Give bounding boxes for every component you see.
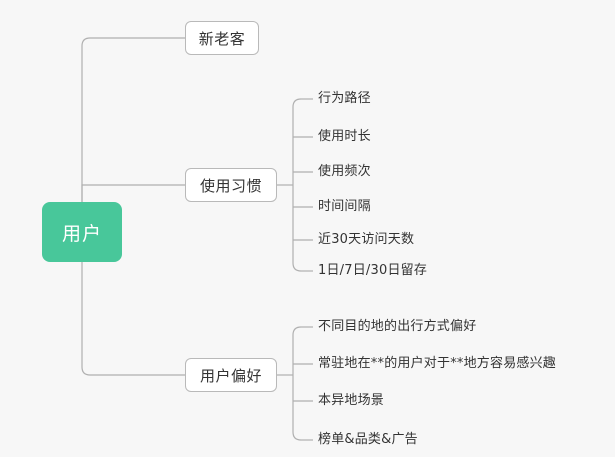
leaf-item[interactable]: 使用频次 (318, 164, 371, 179)
leaf-item[interactable]: 行为路径 (318, 91, 371, 106)
trunk-to-prefs (81, 262, 185, 376)
leaf-item[interactable]: 时间间隔 (318, 199, 371, 214)
prefs-spine (292, 326, 302, 441)
branch-node-user-preferences[interactable]: 用户偏好 (185, 358, 277, 392)
trunk-to-new-old (81, 37, 185, 202)
leaf-item[interactable]: 不同目的地的出行方式偏好 (318, 319, 477, 334)
leaf-item[interactable]: 榜单&品类&广告 (318, 432, 418, 447)
leaf-item[interactable]: 1日/7日/30日留存 (318, 263, 428, 278)
leaf-item[interactable]: 近30天访问天数 (318, 232, 415, 247)
branch-node-usage-habits[interactable]: 使用习惯 (185, 168, 277, 202)
branch-node-new-old-customers[interactable]: 新老客 (185, 21, 259, 55)
root-node-user[interactable]: 用户 (42, 202, 122, 262)
leaf-item[interactable]: 使用时长 (318, 129, 371, 144)
leaf-item[interactable]: 本异地场景 (318, 393, 385, 408)
leaf-item[interactable]: 常驻地在**的用户对于**地方容易感兴趣 (318, 356, 557, 371)
habits-spine (292, 98, 302, 272)
